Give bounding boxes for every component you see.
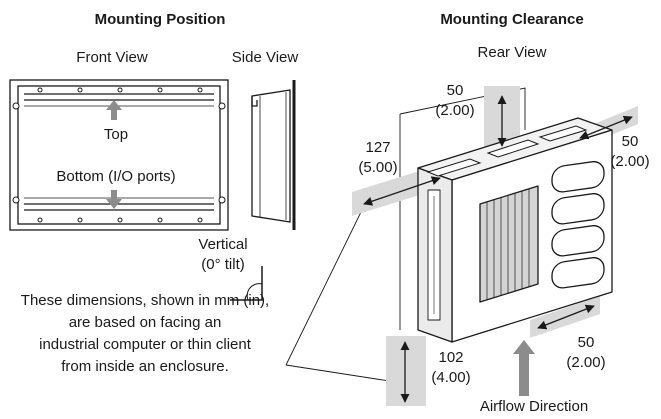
heading-mounting-position: Mounting Position (95, 11, 226, 28)
front-view-panel (9, 79, 229, 231)
dim-arrow-left (363, 176, 441, 206)
top-direction-arrow (106, 100, 122, 120)
dim-top-mm: 50 (447, 82, 464, 99)
side-view-panel (251, 80, 296, 230)
bottom-direction-arrow (106, 190, 122, 209)
note-line-2: are based on facing an (69, 314, 222, 331)
dim-bottom-right-in: (2.00) (566, 354, 605, 371)
tilt-label: (0° tilt) (201, 256, 245, 273)
airflow-direction-label: Airflow Direction (480, 398, 588, 415)
clearance-band-bottom-left (386, 336, 426, 406)
airflow-arrow (513, 340, 535, 396)
bottom-ports-label: Bottom (I/O ports) (56, 168, 175, 185)
heading-mounting-clearance: Mounting Clearance (440, 11, 583, 28)
front-view-screws (12, 87, 226, 223)
dim-left-mm: 127 (365, 139, 390, 156)
dim-right-mm: 50 (622, 133, 639, 150)
rear-view-label: Rear View (478, 44, 547, 61)
vertical-label: Vertical (198, 236, 247, 253)
dimension-arrows (363, 95, 633, 403)
dim-bottom-right-mm: 50 (578, 334, 595, 351)
tilt-angle-icon (230, 266, 263, 301)
note-line-3: industrial computer or thin client (39, 336, 252, 353)
front-view-label: Front View (76, 49, 148, 66)
dim-right-in: (2.00) (610, 153, 649, 170)
top-rails (426, 125, 588, 177)
side-view-label: Side View (232, 49, 299, 66)
note-line-1: These dimensions, shown in mm (in), (21, 292, 269, 309)
dim-arrow-bottom-right (537, 304, 595, 330)
dim-top-in: (2.00) (435, 102, 474, 119)
dim-arrow-right (579, 115, 633, 140)
dim-bottom-in: (4.00) (431, 369, 470, 386)
dim-bottom-mm: 102 (438, 349, 463, 366)
note-line-4: from inside an enclosure. (61, 358, 229, 375)
top-label: Top (104, 126, 128, 143)
enclosure-back-plane (399, 87, 526, 130)
dim-left-in: (5.00) (358, 159, 397, 176)
